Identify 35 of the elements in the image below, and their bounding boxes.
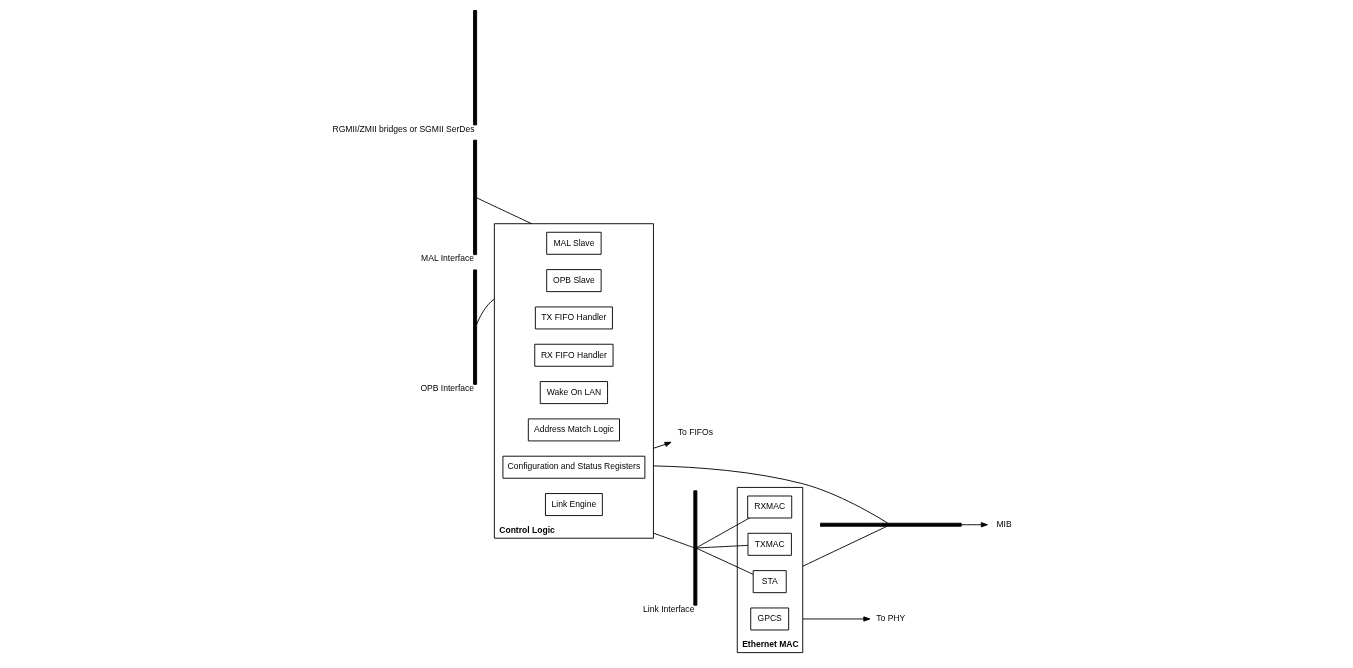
node-box: TXMAC [747, 532, 792, 556]
node-box: GPCS [749, 607, 789, 631]
connector [696, 548, 754, 575]
connector [475, 298, 495, 325]
node-label: Link Interface [642, 604, 694, 615]
connector [652, 465, 888, 524]
node-box: RXMAC [746, 495, 792, 519]
node-label: MAL Interface [420, 253, 474, 264]
node-box: Address Match Logic [527, 418, 620, 442]
node-bar [819, 522, 962, 527]
node-label: RGMII/ZMII bridges or SGMII SerDes [332, 123, 475, 134]
connector [475, 197, 532, 225]
node-bar [472, 269, 477, 385]
arrow [960, 522, 988, 528]
connector [801, 525, 887, 567]
node-label: OPB Interface [419, 383, 474, 394]
node-text: To PHY [875, 613, 905, 624]
node-box: MAL Slave [545, 231, 602, 255]
node-box: Configuration and Status Registers [501, 455, 645, 479]
node-text: MIB [995, 519, 1012, 530]
node-bar [472, 10, 477, 126]
node-box: RX FIFO Handler [533, 343, 613, 367]
node-bar [472, 139, 477, 256]
arrow [652, 441, 672, 449]
connector [696, 544, 748, 549]
node-box: Link Engine [544, 493, 603, 517]
connector [652, 532, 694, 549]
node-box: TX FIFO Handler [534, 306, 613, 330]
node-box: OPB Slave [545, 269, 602, 293]
node-bar [692, 490, 697, 606]
connector [696, 517, 750, 548]
node-box: STA [752, 570, 787, 594]
node-box: Wake On LAN [539, 381, 608, 405]
arrow [801, 616, 870, 622]
node-text: To FIFOs [677, 427, 713, 438]
